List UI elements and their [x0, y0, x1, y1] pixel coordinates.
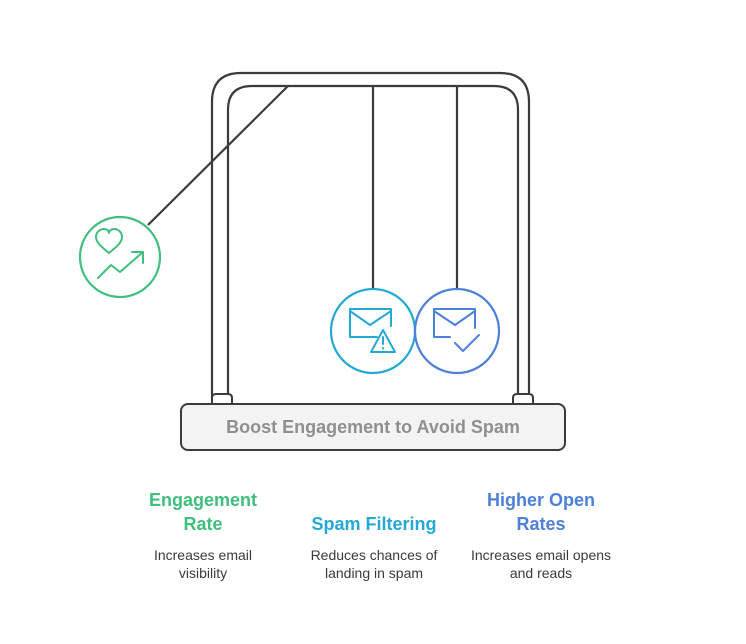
cradle-frame-outer: [210, 71, 531, 400]
higher-open-rates-section: Higher Open Rates Increases email opens …: [468, 488, 614, 582]
spam-filtering-title: Spam Filtering: [311, 514, 437, 534]
higher-open-rates-title: Higher Open Rates: [486, 490, 595, 534]
open-rates-ball: [413, 287, 501, 375]
cradle-base: [180, 403, 566, 451]
heart-trend-up-icon: [95, 228, 144, 279]
cradle-foot-right: [512, 393, 534, 404]
spam-filtering-description: Reduces chances of landing in spam: [310, 547, 438, 581]
engagement-rate-title: Engagement Rate: [148, 490, 258, 534]
higher-open-rates-description: Increases email opens and reads: [470, 547, 612, 581]
engagement-rate-section: Engagement Rate Increases email visibili…: [132, 488, 274, 582]
cradle-foot-left: [211, 393, 233, 404]
spam-filtering-ball: [329, 287, 417, 375]
mail-check-icon: [433, 308, 480, 352]
mail-warning-icon: [349, 308, 396, 353]
pendulum-string-swung: [147, 85, 289, 226]
engagement-ball: [78, 215, 162, 299]
base-label: Boost Engagement to Avoid Spam: [226, 417, 520, 437]
spam-filtering-section: Spam Filtering Reduces chances of landin…: [296, 512, 452, 582]
engagement-rate-description: Increases email visibility: [153, 547, 253, 581]
